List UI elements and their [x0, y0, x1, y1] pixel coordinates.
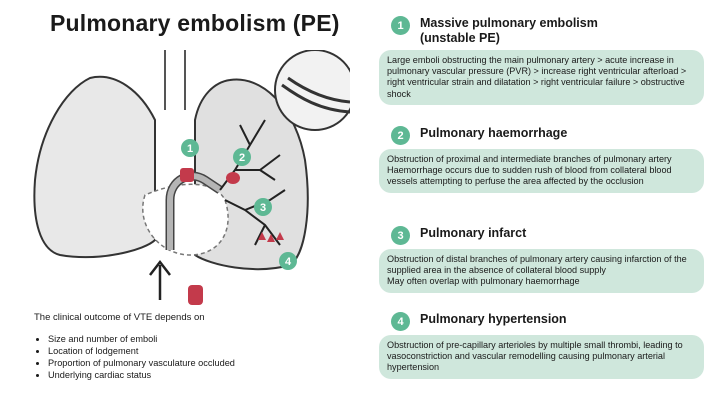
section-body: Obstruction of distal branches of pulmon…: [379, 249, 704, 293]
section-title: Pulmonary haemorrhage: [420, 126, 568, 140]
factor-list: Size and number of emboli Location of lo…: [34, 333, 235, 381]
section-number: 4: [391, 312, 410, 331]
left-lung: [33, 75, 156, 259]
marker-1: [181, 139, 199, 157]
section-title: Pulmonary infarct: [420, 226, 527, 240]
section-number: 1: [391, 16, 410, 35]
section-body: Large emboli obstructing the main pulmon…: [379, 50, 704, 105]
marker-2: [233, 148, 251, 166]
list-item: Location of lodgement: [48, 345, 235, 357]
list-item: Underlying cardiac status: [48, 369, 235, 381]
marker-3: [254, 198, 272, 216]
marker-4-label: 4: [285, 256, 292, 268]
marker-3-label: 3: [260, 202, 266, 214]
section-haemorrhage: 2 Pulmonary haemorrhage Obstruction of p…: [374, 126, 704, 193]
section-body: Obstruction of proximal and intermediate…: [379, 149, 704, 193]
embolus-travelling: [188, 285, 203, 305]
section-infarct: 3 Pulmonary infarct Obstruction of dista…: [374, 226, 704, 293]
arrow-up-icon: [149, 259, 171, 300]
section-hypertension: 4 Pulmonary hypertension Obstruction of …: [374, 312, 704, 379]
section-title: Massive pulmonary embolism (unstable PE): [420, 16, 598, 45]
section-title: Pulmonary hypertension: [420, 312, 567, 326]
heart: [142, 183, 229, 256]
section-body: Obstruction of pre-capillary arterioles …: [379, 335, 704, 379]
clots: [180, 168, 284, 305]
marker-1-label: 1: [187, 143, 193, 155]
section-number: 2: [391, 126, 410, 145]
section-number: 3: [391, 226, 410, 245]
intro-text: The clinical outcome of VTE depends on: [34, 312, 205, 323]
trachea: [164, 50, 186, 110]
list-item: Size and number of emboli: [48, 333, 235, 345]
page-title: Pulmonary embolism (PE): [50, 10, 340, 36]
list-item: Proportion of pulmonary vasculature occl…: [48, 357, 235, 369]
section-massive-pe: 1 Massive pulmonary embolism (unstable P…: [374, 16, 704, 105]
lung-illustration: 1 2 3 4: [33, 50, 350, 305]
marker-4: [279, 252, 297, 270]
marker-2-label: 2: [239, 152, 245, 164]
magnified-view: [274, 50, 350, 131]
